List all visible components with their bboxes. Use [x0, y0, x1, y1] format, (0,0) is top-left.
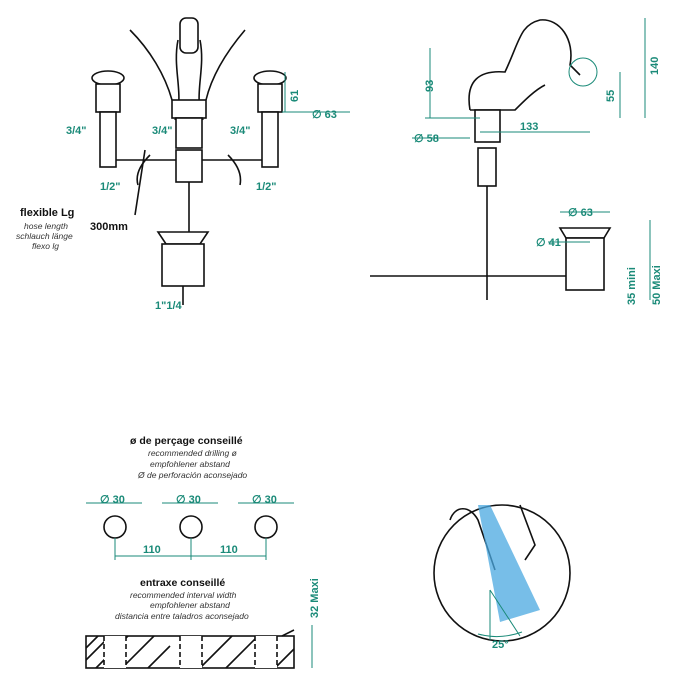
valve-left-body: [99, 111, 117, 168]
inlet-center-label: 3/4": [152, 125, 173, 137]
inlet-left-label: 3/4": [66, 125, 87, 137]
drilling-title: ø de perçage conseillé: [130, 435, 243, 447]
waste-min: 35 mini: [626, 267, 638, 305]
hole-diameter-1: ∅ 30: [100, 494, 125, 506]
spout-outline: [449, 504, 536, 571]
drilling-de: empfohlener abstand: [150, 459, 230, 469]
section-hole-1: [104, 636, 126, 668]
handle-height-dim: 61: [289, 90, 301, 102]
spout-height-dim: 55: [605, 90, 617, 102]
total-height-dim: 140: [649, 57, 661, 75]
side-shank: [477, 147, 497, 187]
hole-diameter-3: ∅ 30: [252, 494, 277, 506]
hose-en: hose length: [24, 221, 68, 231]
side-waste-flange: [558, 227, 612, 239]
wings: [129, 29, 246, 101]
spout-body: [171, 99, 207, 119]
handle-diameter-dim: ∅ 63: [312, 109, 337, 121]
base-height-dim: 93: [424, 80, 436, 92]
outlet-left-label: 1/2": [100, 181, 121, 193]
detail-circle: [433, 504, 571, 642]
interval-de: empfohlener abstand: [150, 600, 230, 610]
side-view: 93 140 55 133 ∅ 58 ∅ 63 ∅ 41 35 mini 50 …: [370, 18, 663, 305]
hose-length: 300mm: [90, 221, 128, 233]
hole-3: [254, 515, 278, 539]
spacing-1: 110: [143, 544, 161, 556]
swan-body-side: [468, 19, 581, 111]
swan-head: [179, 17, 199, 54]
inlet-right-label: 3/4": [230, 125, 251, 137]
hole-1: [103, 515, 127, 539]
tee-connector: [175, 149, 203, 183]
outlet-right-label: 1/2": [256, 181, 277, 193]
waste-inner-diameter: ∅ 41: [536, 237, 561, 249]
angle-lines: [477, 589, 523, 640]
waste-max: 50 Maxi: [651, 265, 663, 305]
waste-top-diameter: ∅ 63: [568, 207, 593, 219]
side-dimension-lines: [412, 18, 651, 300]
side-waste-body: [565, 237, 605, 291]
valve-left: [95, 83, 121, 113]
swan-wing-side: [470, 84, 546, 111]
base-diameter-dim: ∅ 58: [414, 133, 439, 145]
waste-size: 1"1/4: [155, 300, 183, 312]
waste-body: [161, 243, 205, 287]
front-view: 3/4" 3/4" 3/4" 1/2" 1/2" 61 ∅ 63 flexibl…: [16, 17, 350, 312]
section-hole-2: [180, 636, 202, 668]
spray-detail: 25°: [433, 504, 571, 651]
thickness-dim: 32 Maxi: [309, 578, 321, 618]
body-base: [175, 117, 203, 149]
section-hole-3: [255, 636, 277, 668]
valve-right-body: [261, 111, 279, 168]
valve-right: [257, 83, 283, 113]
handle-left: [91, 70, 125, 86]
handle-right: [253, 70, 287, 86]
reach-dim: 133: [520, 121, 538, 133]
hose-es: flexo lg: [32, 241, 59, 251]
drilling-en: recommended drilling ø: [148, 448, 237, 458]
waste-flange: [156, 231, 210, 245]
interval-es: distancia entre taladros aconsejado: [115, 611, 249, 621]
side-base: [474, 109, 501, 143]
interval-title: entraxe conseillé: [140, 577, 225, 589]
hole-diameter-2: ∅ 30: [176, 494, 201, 506]
interval-en: recommended interval width: [130, 590, 237, 600]
section-hole-edges: [103, 636, 278, 668]
hole-2: [179, 515, 203, 539]
water-jet: [478, 505, 540, 622]
hose-de: schlauch länge: [16, 231, 73, 241]
spacing-2: 110: [220, 544, 238, 556]
drilling-section: ø de perçage conseillé recommended drill…: [85, 435, 321, 669]
spray-angle: 25°: [492, 639, 509, 651]
hose-leader: [134, 149, 146, 216]
hose-title: flexible Lg: [20, 207, 74, 219]
spout-detail-circle: [568, 57, 598, 87]
drilling-es: Ø de perforación aconsejado: [137, 470, 247, 480]
drilling-dimension-lines: [86, 502, 294, 560]
